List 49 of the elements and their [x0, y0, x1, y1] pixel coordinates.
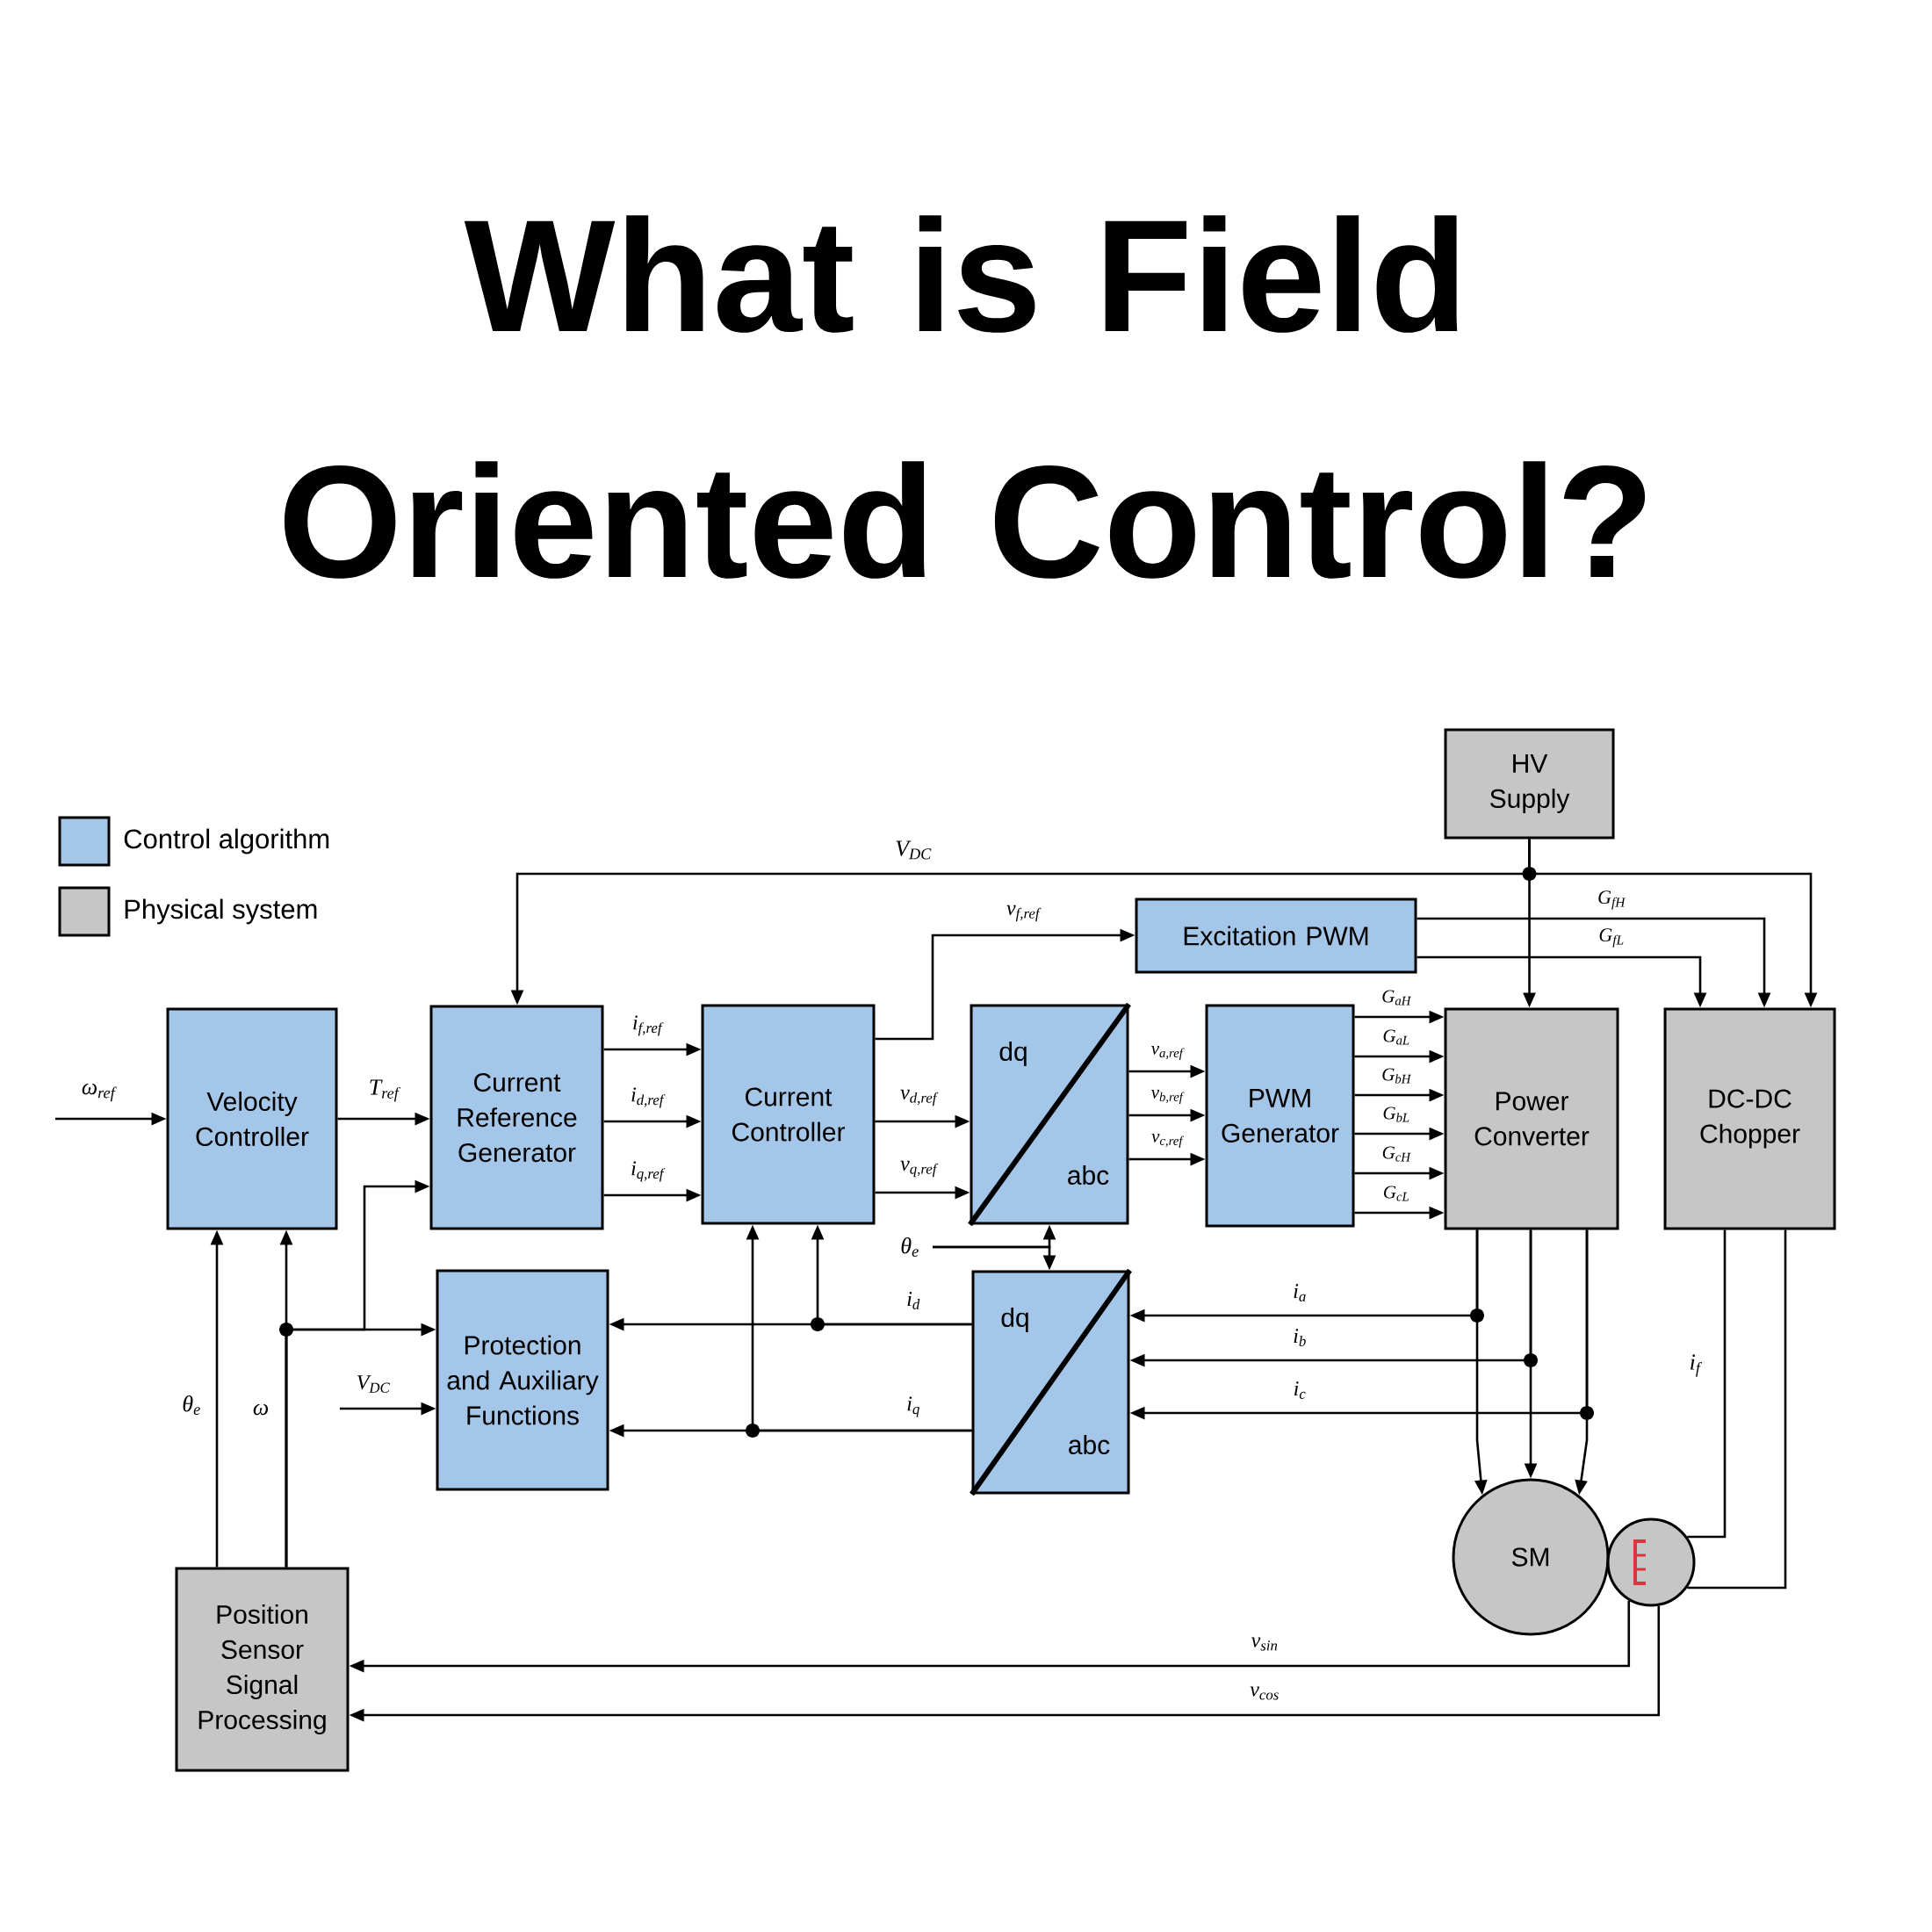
edge-label: i$_{f,ref}$ [631, 1014, 664, 1037]
edge-label: G$_{fL}$ [1597, 927, 1626, 948]
edge-label: i$_{q,ref}$ [630, 1160, 666, 1183]
winding-circle [1606, 1517, 1696, 1607]
edge-label: ω [251, 1402, 270, 1417]
edge-label: i$_{a}$ [1292, 1283, 1308, 1302]
title: What is Field Oriented Control? [284, 215, 1646, 579]
edge-label: i$_{c}$ [1292, 1381, 1308, 1400]
edge-label: G$_{cL}$ [1381, 1185, 1411, 1202]
legend-label: Control algorithm [124, 828, 329, 854]
generator-box: PWM Generator [1205, 1004, 1355, 1228]
edge-label: G$_{aL}$ [1381, 1028, 1411, 1046]
edge-label: G$_{fH}$ [1597, 890, 1626, 911]
edge-label: V$_{DC}$ [355, 1374, 392, 1394]
edge-label: v$_{q,ref}$ [899, 1159, 939, 1179]
edge-label: v$_{a,ref}$ [1150, 1045, 1185, 1061]
edge-label: i$_{b}$ [1292, 1328, 1308, 1347]
edge-label: G$_{bL}$ [1381, 1106, 1411, 1123]
edge-label: i$_{d}$ [905, 1291, 921, 1310]
converter-box: Power Converter [1444, 1007, 1619, 1230]
process-box: Excitation PWM [1135, 898, 1417, 974]
edge-label: v$_{c,ref}$ [1150, 1133, 1185, 1149]
chopper-box: DC-DC Chopper [1663, 1007, 1836, 1230]
controller-box: Current Controller [701, 1004, 876, 1225]
edge-label: i$_{q}$ [905, 1395, 921, 1418]
edge-label: v$_{cos}$ [1249, 1685, 1280, 1701]
edge-label: v$_{f,ref}$ [1006, 904, 1042, 923]
edge-label: v$_{b,ref}$ [1150, 1089, 1185, 1105]
edge-label: v$_{d,ref}$ [899, 1088, 939, 1107]
edge-label: V$_{DC}$ [894, 840, 933, 861]
edge-label: G$_{aH}$ [1381, 989, 1412, 1006]
controller-box: Velocity Controller [166, 1007, 338, 1230]
edge-label: θ$_{e}$ [899, 1236, 920, 1258]
edge-label: G$_{bH}$ [1381, 1067, 1412, 1085]
edge-label: G$_{cH}$ [1381, 1145, 1412, 1163]
processing-box: Position Sensor Signal Processing [175, 1567, 350, 1772]
edge-label: i$_{d,ref}$ [630, 1086, 666, 1109]
edge-label: i$_{f}$ [1688, 1353, 1702, 1378]
edge-label: ω$_{ref}$ [80, 1082, 117, 1103]
connector-line [1687, 1229, 1727, 1539]
process-box: Protection and Auxiliary Functions [436, 1269, 609, 1491]
connector-line [1687, 1229, 1787, 1590]
legend-label: Physical system [125, 898, 317, 925]
generator-box: Current Reference Generator [429, 1005, 604, 1230]
supply-box: HV Supply [1444, 728, 1615, 840]
edge-label: θ$_{e}$ [181, 1395, 202, 1417]
edge-label: T$_{ref}$ [367, 1078, 400, 1103]
transform-block: dq abc [970, 1268, 1132, 1496]
edge-label: v$_{sin}$ [1250, 1636, 1280, 1652]
